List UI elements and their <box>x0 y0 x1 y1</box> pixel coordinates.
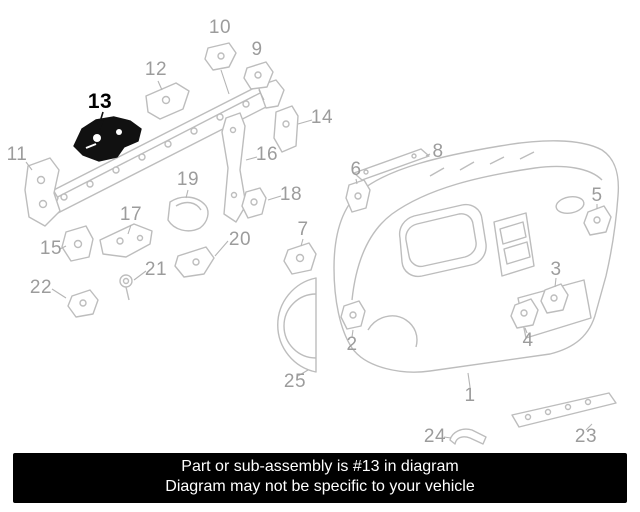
part-19-drawing <box>167 196 209 232</box>
part-label-10: 10 <box>208 17 232 38</box>
part-label-5: 5 <box>591 185 603 206</box>
part-17-drawing <box>99 223 153 258</box>
part-label-7: 7 <box>297 219 309 240</box>
part-label-21: 21 <box>144 259 168 280</box>
part-label-16: 16 <box>255 144 279 165</box>
part-label-17: 17 <box>119 204 143 225</box>
part-6-drawing <box>345 179 371 213</box>
part-label-24: 24 <box>423 426 447 447</box>
part-5-drawing <box>583 205 612 236</box>
part-label-14: 14 <box>310 107 334 128</box>
part-21-drawing <box>119 274 133 301</box>
part-18-drawing <box>241 187 267 219</box>
notice-banner: Part or sub-assembly is #13 in diagram D… <box>13 453 627 503</box>
part-25-drawing <box>277 277 317 373</box>
part-15-drawing <box>61 225 94 262</box>
part-10-drawing <box>204 42 237 71</box>
part-label-25: 25 <box>283 371 307 392</box>
part-label-22: 22 <box>29 277 53 298</box>
part-label-13-highlighted: 13 <box>87 90 113 113</box>
part-label-18: 18 <box>279 184 303 205</box>
part-label-12: 12 <box>144 59 168 80</box>
part-7-drawing <box>283 242 317 275</box>
part-label-4: 4 <box>522 330 534 351</box>
part-2-drawing <box>340 300 366 330</box>
leader-lines <box>25 69 598 439</box>
banner-line-2: Diagram may not be specific to your vehi… <box>165 478 475 495</box>
part-label-19: 19 <box>176 169 200 190</box>
part-24-drawing <box>449 428 487 445</box>
part-label-8: 8 <box>432 141 444 162</box>
part-12-drawing <box>145 82 190 120</box>
part-label-20: 20 <box>228 229 252 250</box>
part-3-drawing <box>540 283 569 314</box>
part-label-9: 9 <box>251 39 263 60</box>
exploded-parts-diagram <box>24 42 620 445</box>
banner-line-1: Part or sub-assembly is #13 in diagram <box>181 458 459 475</box>
part-label-11: 11 <box>6 144 28 165</box>
part-4-drawing <box>510 298 539 329</box>
part-label-23: 23 <box>574 426 598 447</box>
part-label-1: 1 <box>464 385 476 406</box>
part-22-drawing <box>67 289 99 318</box>
part-14-drawing <box>273 105 299 153</box>
part-9-drawing <box>243 61 274 90</box>
part-11-drawing <box>24 157 61 227</box>
part-label-3: 3 <box>550 259 562 280</box>
part-label-15: 15 <box>39 238 63 259</box>
part-13-highlighted-drawing <box>73 111 142 162</box>
part-13-arrow <box>99 111 104 123</box>
part-label-6: 6 <box>350 159 362 180</box>
part-23-drawing <box>511 392 617 428</box>
part-label-2: 2 <box>346 334 358 355</box>
part-16-drawing <box>221 112 247 223</box>
part-20-drawing <box>174 246 215 278</box>
part-1-instrument-panel-drawing <box>333 140 620 373</box>
part-8-drawing <box>353 148 430 181</box>
